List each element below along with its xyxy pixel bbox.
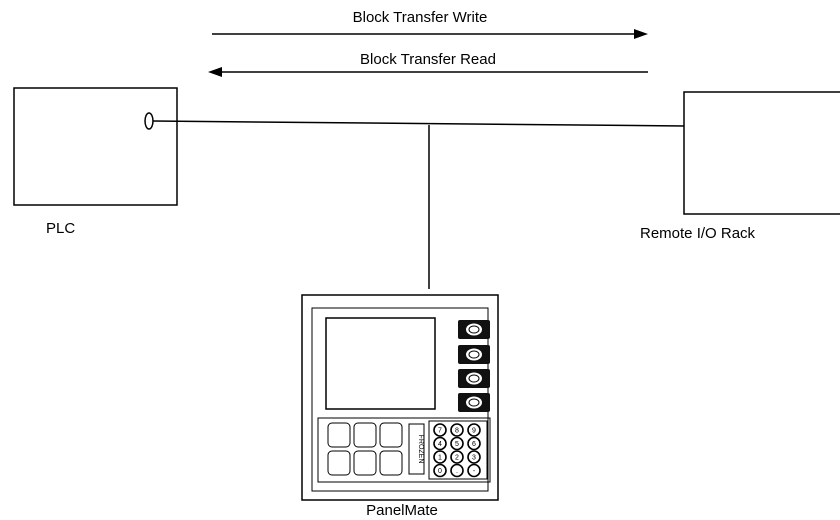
remote-io-rack-box: [684, 92, 840, 214]
keypad-key-label: 0: [438, 468, 442, 475]
keypad-key-label: 4: [438, 441, 442, 448]
panelmate-vertical-label: FROZEN: [417, 435, 424, 464]
panelmate-device: FROZEN 7 8 9 4 5 6 1 2 3 0. -: [302, 295, 498, 500]
plc-label: PLC: [46, 220, 75, 237]
keypad-key-label: 9: [472, 428, 476, 435]
keypad-key: 4: [434, 438, 446, 450]
keypad-key-label: 3: [472, 455, 476, 462]
keypad-key-label: 6: [472, 441, 476, 448]
keypad-key: 2: [451, 451, 463, 463]
keypad-key-label: 8: [455, 428, 459, 435]
keypad-key: 3: [468, 451, 480, 463]
block-transfer-write-label: Block Transfer Write: [353, 9, 488, 26]
panelmate-keyboard-panel: [318, 418, 490, 482]
block-transfer-read-label: Block Transfer Read: [360, 51, 496, 68]
keypad-key: 6: [468, 438, 480, 450]
panelmate-screen: [326, 318, 435, 409]
plc-port: [145, 113, 153, 129]
keypad-key: 0: [434, 465, 446, 477]
block-transfer-write-arrow: [212, 29, 648, 39]
keypad-key-label: 1: [438, 455, 442, 462]
keypad-key: -: [468, 465, 480, 477]
network-cable: [153, 121, 684, 126]
keypad-key-label: .: [456, 468, 458, 475]
function-keys: [328, 423, 402, 475]
keypad-key-label: 7: [438, 428, 442, 435]
soft-keys: [458, 320, 490, 412]
keypad-key: .: [451, 465, 463, 477]
keypad-key: 9: [468, 424, 480, 436]
keypad-key: 7: [434, 424, 446, 436]
keypad-key-label: 5: [455, 441, 459, 448]
block-transfer-read-arrow: [208, 67, 648, 77]
keypad-key-label: 2: [455, 455, 459, 462]
plc-box: [14, 88, 177, 205]
keypad-key: 8: [451, 424, 463, 436]
panelmate-label: PanelMate: [366, 502, 438, 519]
keypad-key: 5: [451, 438, 463, 450]
remote-io-rack-label: Remote I/O Rack: [640, 225, 756, 242]
numeric-keypad: 7 8 9 4 5 6 1 2 3 0. -: [429, 421, 487, 479]
keypad-key: 1: [434, 451, 446, 463]
